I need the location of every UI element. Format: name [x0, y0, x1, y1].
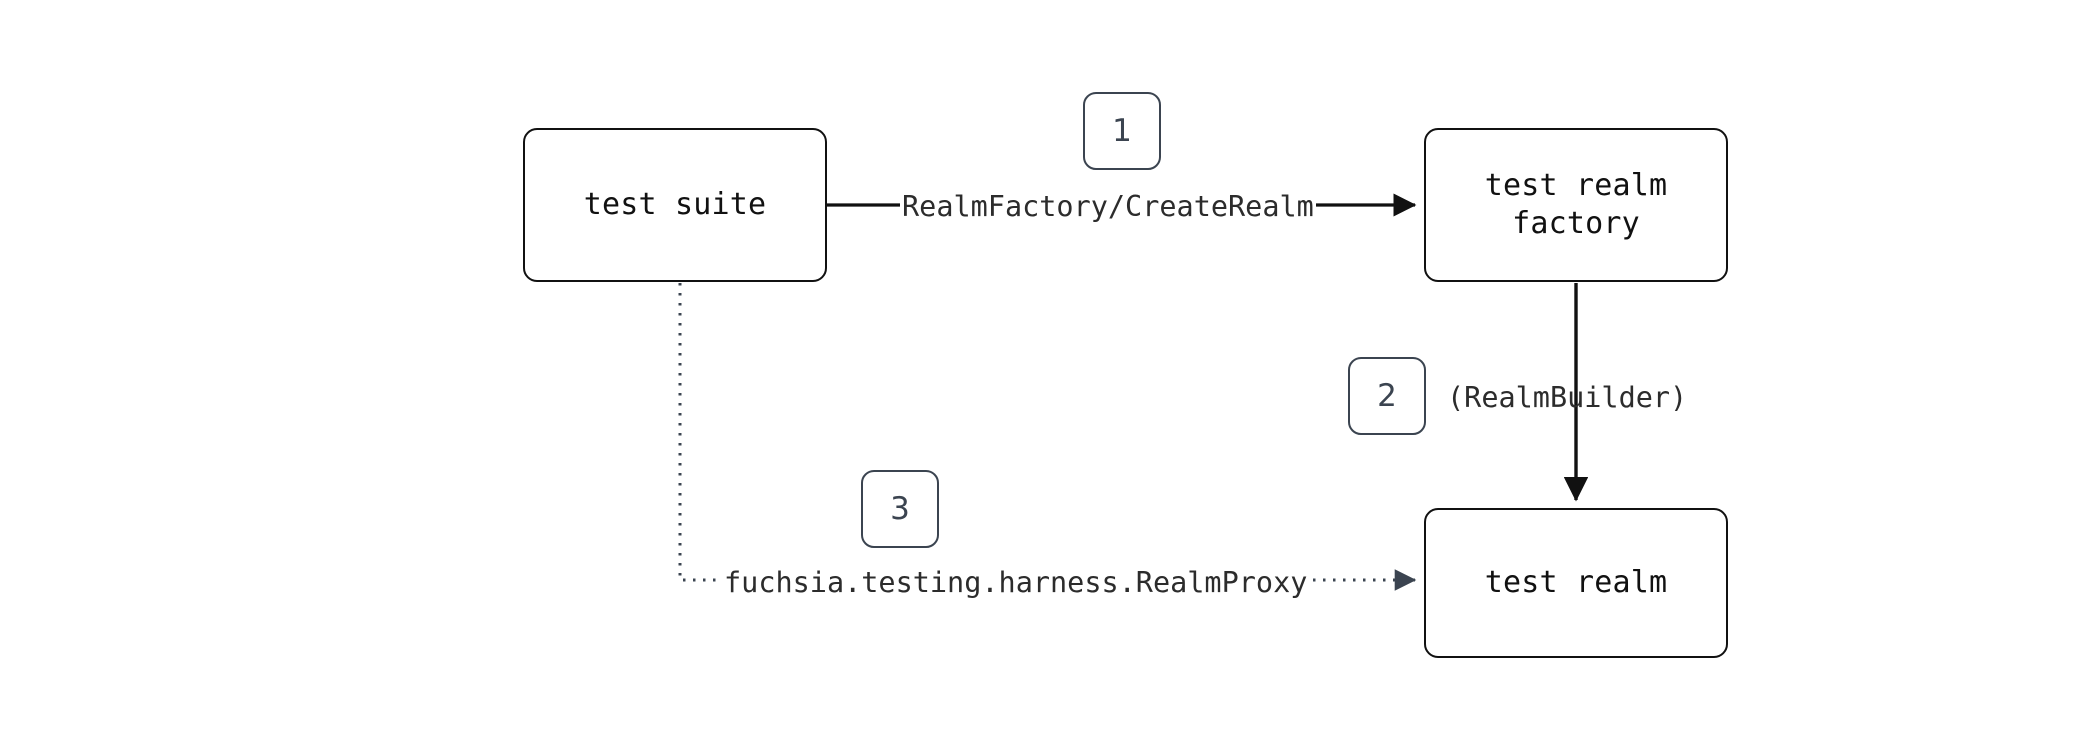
step-badge-2: 2: [1348, 357, 1426, 435]
step-badge-3: 3: [861, 470, 939, 548]
edge-label-realm-builder: (RealmBuilder): [1447, 381, 1688, 414]
node-test-realm-factory[interactable]: test realm factory: [1424, 128, 1728, 282]
edge-label-create-realm: RealmFactory/CreateRealm: [900, 190, 1316, 224]
node-test-suite[interactable]: test suite: [523, 128, 827, 282]
node-test-realm[interactable]: test realm: [1424, 508, 1728, 658]
edge-label-realm-proxy: fuchsia.testing.harness.RealmProxy: [722, 566, 1310, 600]
step-badge-1: 1: [1083, 92, 1161, 170]
edge-realm-proxy-line: [678, 283, 1417, 591]
